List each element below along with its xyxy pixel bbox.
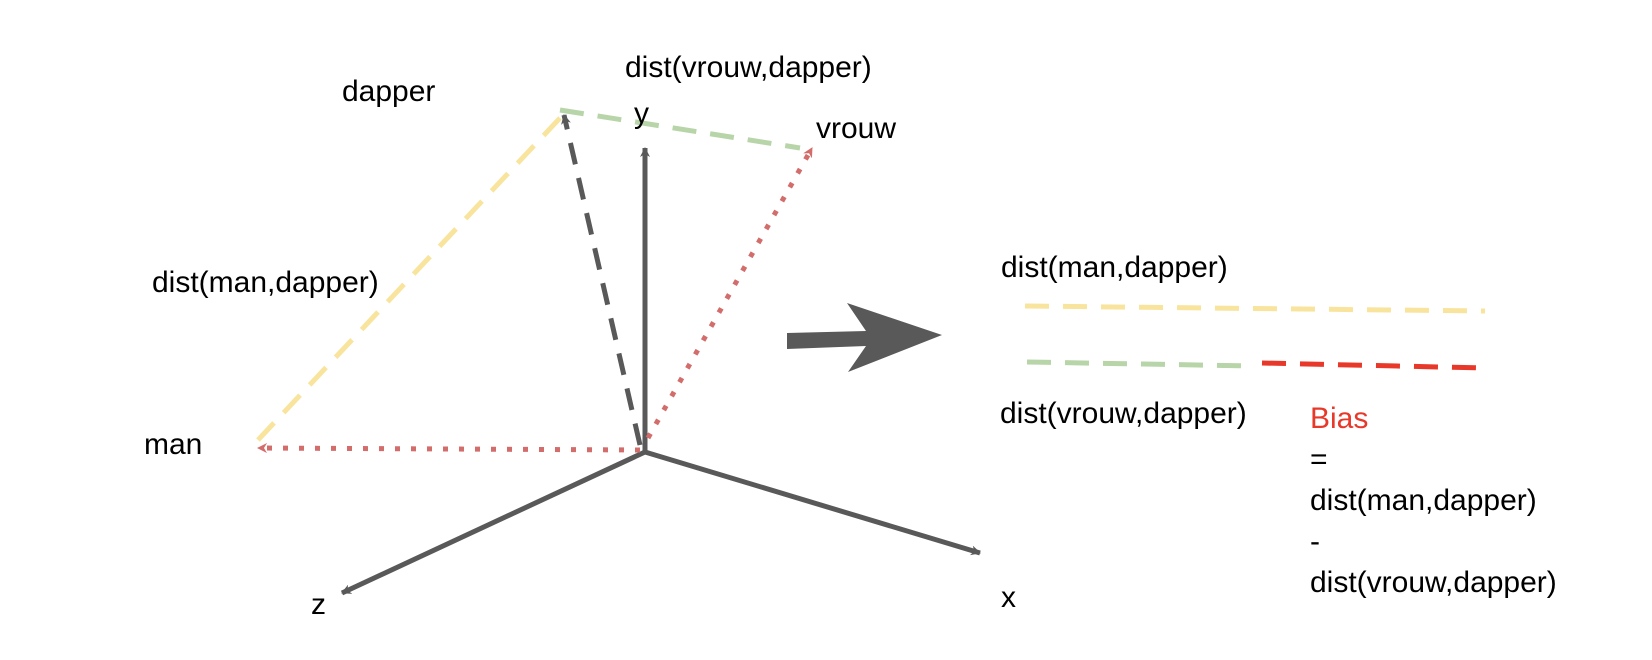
vrouw-vector [645,146,815,440]
formula-term1: dist(man,dapper) [1310,484,1537,517]
formula-minus: - [1310,525,1320,558]
dist-man-dapper-left-label: dist(man,dapper) [152,266,379,299]
bias-segment-line [1261,360,1486,371]
dist-vrouw-dapper-line [559,107,801,151]
bias-formula: Bias = dist(man,dapper) - dist(vrouw,dap… [1310,398,1557,603]
bias-label: Bias [1310,402,1369,435]
dist-vrouw-dapper-right-label: dist(vrouw,dapper) [1000,397,1247,430]
vrouw-label: vrouw [816,112,897,145]
dapper-label: dapper [342,75,436,108]
man-dapper-comparison-line [1024,303,1486,314]
formula-term2: dist(vrouw,dapper) [1310,566,1557,599]
vrouw-dapper-comparison-line [1026,359,1256,369]
x-axis-line [644,449,981,556]
dist-vrouw-dapper-top-label: dist(vrouw,dapper) [625,51,872,84]
dapper-vector [561,114,643,446]
y-axis-label: y [634,97,649,130]
transition-arrow [787,303,942,372]
formula-equals: = [1310,443,1328,476]
man-label: man [144,428,203,461]
dist-man-dapper-right-label: dist(man,dapper) [1001,251,1228,284]
man-vector [257,443,641,454]
z-axis-line [340,449,647,596]
z-axis-label: z [311,588,326,621]
x-axis-label: x [1001,581,1016,614]
